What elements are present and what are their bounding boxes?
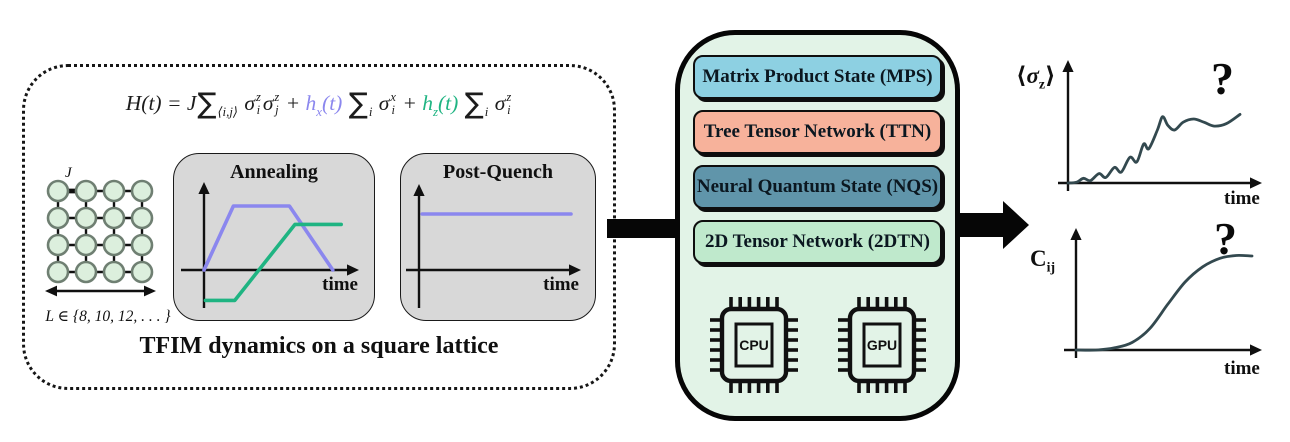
annealing-title: Annealing: [230, 161, 318, 183]
annealing-plot-panel: Annealing time: [173, 153, 375, 321]
method-list: Matrix Product State (MPS) Tree Tensor Ne…: [680, 55, 955, 275]
cij-plot-panel: Cij ? time: [1008, 216, 1288, 391]
series-curve: [1066, 113, 1242, 185]
post-quench-plot-panel: Post-Quench time: [400, 153, 596, 321]
post-quench-time-label: time: [543, 274, 579, 295]
method-box: Matrix Product State (MPS): [693, 55, 942, 99]
cij-plot: [1064, 228, 1262, 358]
sigma-z-axis-label: ⟨σz⟩: [1016, 63, 1056, 92]
method-label: Tree Tensor Network (TTN): [703, 121, 932, 142]
arrow-shaft: [956, 213, 1003, 237]
lattice-block: J L ∈ {8, 10, 12, . . . }: [43, 165, 173, 326]
method-box: Neural Quantum State (NQS): [693, 165, 942, 209]
cij-time-label: time: [1224, 358, 1260, 379]
flow-arrow-left: [607, 219, 679, 238]
series-curve: [202, 204, 335, 272]
post-quench-title: Post-Quench: [443, 161, 553, 183]
arrow-head-icon: [1003, 201, 1029, 249]
question-mark: ?: [1214, 213, 1237, 264]
sigma-z-time-label: time: [1224, 188, 1260, 209]
methods-panel: Matrix Product State (MPS) Tree Tensor Ne…: [675, 30, 960, 421]
sigma-z-plot-panel: ⟨σz⟩ ? time: [1008, 48, 1288, 223]
coupling-j-label: J: [65, 165, 73, 181]
post-quench-plot: [406, 184, 581, 308]
series-curve: [1074, 254, 1254, 352]
method-box: Tree Tensor Network (TTN): [693, 110, 942, 154]
panel-caption: TFIM dynamics on a square lattice: [139, 333, 499, 359]
square-lattice-diagram: J: [45, 165, 156, 297]
cpu-chip-icon: CPU: [709, 297, 798, 393]
lattice-size-label: L ∈ {8, 10, 12, . . . }: [45, 308, 171, 325]
hardware-row: CPU GPU: [680, 293, 955, 397]
method-label: 2D Tensor Network (2DTN): [704, 231, 930, 252]
annealing-plot: [181, 182, 359, 308]
gpu-chip-icon: GPU: [837, 297, 926, 393]
chip-label: GPU: [866, 337, 896, 353]
method-box: 2D Tensor Network (2DTN): [693, 220, 942, 264]
cij-axis-label: Cij: [1030, 246, 1056, 275]
annealing-time-label: time: [322, 274, 358, 295]
sigma-z-plot: [1058, 60, 1262, 191]
chip-label: CPU: [739, 337, 769, 353]
method-label: Matrix Product State (MPS): [702, 66, 933, 87]
series-curve: [203, 222, 343, 303]
question-mark: ?: [1211, 53, 1234, 104]
method-label: Neural Quantum State (NQS): [696, 176, 939, 197]
